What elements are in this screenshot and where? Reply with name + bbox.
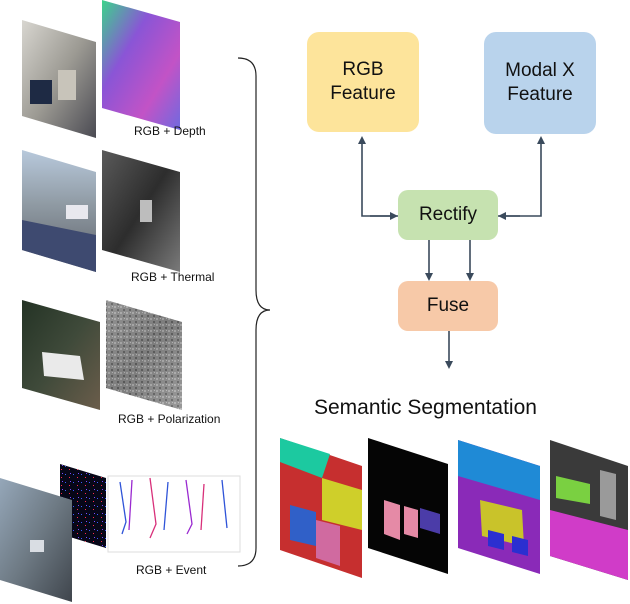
grouping-brace [237, 57, 271, 567]
segmentation-map-indoor [280, 438, 362, 578]
arrowhead [537, 136, 545, 144]
thermal-rgb-road [22, 220, 96, 272]
fuse-label: Fuse [426, 295, 470, 317]
polarization-overlay [106, 300, 182, 410]
segmentation-map-event-street [550, 440, 628, 580]
rgb-feature-box: RGB Feature [307, 32, 419, 132]
arrowhead [445, 361, 453, 369]
arrowheads [358, 136, 545, 369]
depth-rgb-detail [58, 70, 76, 100]
segmentation-map-car [458, 440, 540, 574]
rgb-event-pair [0, 464, 241, 602]
pair-label-polarization: RGB + Polarization [118, 412, 221, 426]
arrow-rectify-to-rgb-feature [361, 142, 399, 217]
arrowhead [425, 273, 433, 281]
rgb-thermal-pair [22, 150, 180, 272]
arrowhead [358, 136, 366, 144]
event-volume [107, 475, 241, 553]
depth-map-image [102, 0, 180, 130]
event-rgb-detail [30, 540, 44, 552]
segmentation-title: Semantic Segmentation [314, 396, 537, 419]
thermal-detail [140, 200, 152, 222]
rectify-label: Rectify [418, 204, 478, 226]
arrowhead [498, 212, 506, 220]
rgb-polarization-pair [22, 300, 182, 410]
rgb-feature-label: RGB Feature [330, 59, 396, 104]
segmentation-map-street-night [368, 438, 448, 574]
arrowhead [466, 273, 474, 281]
fuse-box: Fuse [398, 281, 498, 331]
arrowhead [390, 212, 398, 220]
depth-rgb-detail [30, 80, 52, 104]
pair-label-depth: RGB + Depth [134, 124, 206, 138]
modal-x-feature-label: Modal X Feature [505, 60, 575, 105]
rectify-box: Rectify [398, 190, 498, 240]
arrow-rectify-to-modal-x [496, 142, 542, 217]
event-stream [119, 477, 228, 539]
segmentation-outputs [280, 438, 628, 580]
pair-label-event: RGB + Event [136, 563, 207, 577]
rgb-depth-pair [22, 0, 180, 138]
thermal-rgb-detail [66, 205, 88, 219]
polarization-rgb-car [42, 352, 84, 380]
pair-label-thermal: RGB + Thermal [131, 270, 215, 284]
modal-x-feature-box: Modal X Feature [484, 32, 596, 134]
